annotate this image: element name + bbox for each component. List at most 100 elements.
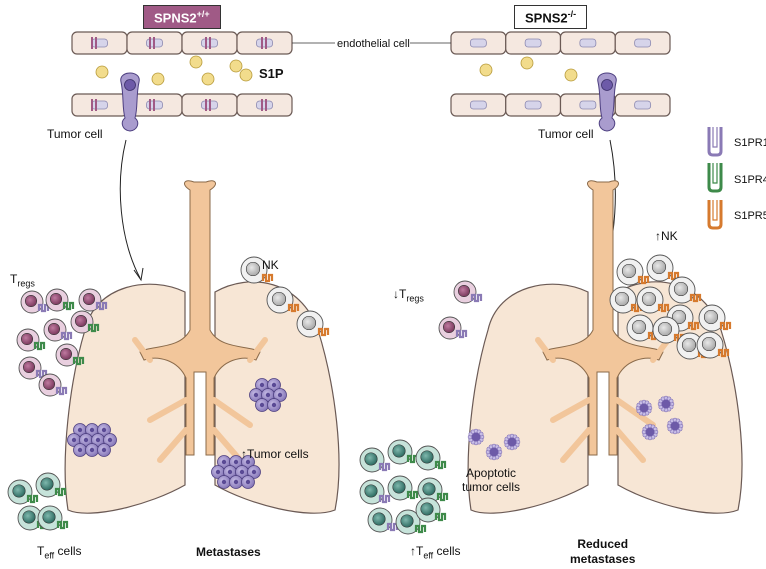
cell-nucleus [641,291,657,307]
label-teff-left: Teff cells [37,544,82,560]
teff-cell [359,479,391,505]
receptor [26,494,39,504]
treg-cell [70,310,100,334]
treg-cell [438,316,468,340]
legend-receptor-inner [712,127,718,148]
receptor-shape [434,460,447,470]
receptor [62,301,75,311]
nucleus [91,38,108,48]
vessel-wt-cells [71,31,293,117]
legend-receptor-3 [707,200,723,230]
tumor-nucleus [107,437,113,443]
nk-cell [626,314,660,342]
legend-receptor-2 [707,163,723,193]
title-ko-sup: -/- [567,9,577,19]
receptor [717,348,730,358]
label-tumor-cell-left: Tumor cell [47,127,103,141]
apoptotic-core [471,432,481,442]
receptor-shape [455,329,468,339]
tumor-nucleus [233,459,239,465]
receptor-shape [287,303,300,313]
cell-nucleus [372,512,386,526]
cell-nucleus [42,510,56,524]
apoptotic-cell [666,417,684,435]
receptor-shape [689,293,702,303]
nk-cell [668,276,702,304]
receptor-shape [436,492,449,502]
receptor-shape [26,494,39,504]
cell-nucleus [271,291,287,307]
apoptotic-cell [467,428,485,446]
cell-nucleus [422,482,436,496]
cell-nucleus [20,332,34,346]
s1p-molecule [201,72,215,86]
label-tregs-right: ↓Tregs [393,287,424,303]
nucleus [469,100,487,110]
teff-main: T [37,544,45,558]
cell-nucleus [420,502,434,516]
tumor-cell-ko [597,72,617,132]
receptor [406,490,419,500]
cell-nucleus [392,480,406,494]
nk-cell [652,316,686,344]
teff-cell [387,475,419,501]
treg-cell [18,356,48,380]
nucleus [469,38,487,48]
tumor-cluster-2 [211,455,261,489]
cell-nucleus [42,377,56,391]
tumor-nucleus [77,427,83,433]
cell-nucleus [12,484,26,498]
receptor [657,303,670,313]
legend-s1pr4-label: S1PR4 [734,174,766,186]
nucleus [524,100,542,110]
treg-cell [20,290,50,314]
cell-nucleus [82,292,96,306]
receptor-shape [434,512,447,522]
tumor-cell-wt [120,72,140,132]
treg-cell [45,288,75,312]
arrow-path [119,139,141,279]
label-apoptotic-tumor-cells: Apoptotic tumor cells [462,466,521,494]
tregs-sub-right: regs [406,293,424,304]
teff-sub: eff [44,550,55,561]
tumor-nucleus [253,392,259,398]
receptor-shape [378,462,391,472]
cell-nucleus [47,322,61,336]
teff-cell [387,439,419,465]
apoptotic-core [661,399,671,409]
teff-cell [367,507,399,533]
bronchus [614,427,646,463]
receptor [667,271,680,281]
receptor [378,494,391,504]
receptor-shape [60,331,73,341]
receptor [434,512,447,522]
nk-wt [240,256,330,338]
teff-sub-right: eff [423,550,434,561]
label-nk-right: ↑NK [655,229,678,243]
label-reduced-metastases: Reduced metastases [570,537,636,566]
tumor-nucleus [101,447,107,453]
cell-nucleus [392,444,406,458]
treg-cell [16,328,46,352]
receptor [95,301,108,311]
tumor-nucleus [245,459,251,465]
cell-nucleus [59,347,73,361]
receptor [54,487,67,497]
receptor-shape [56,520,69,530]
nucleus [524,38,542,48]
legend-glyphs [707,127,723,230]
tumor-nucleus [221,479,227,485]
treg-cell [43,318,73,342]
label-teff-right: ↑Teff cells [410,544,461,560]
tumor-nucleus [239,469,245,475]
treg-cell [55,343,85,367]
receptor [436,492,449,502]
receptor-shape [87,323,100,333]
receptor [637,275,650,285]
tumor-nucleus [101,427,107,433]
tregs-ko [438,280,483,340]
s1p-molecule [520,56,534,70]
apoptotic-core [489,447,499,457]
receptor [378,462,391,472]
nk-cell [698,304,732,332]
